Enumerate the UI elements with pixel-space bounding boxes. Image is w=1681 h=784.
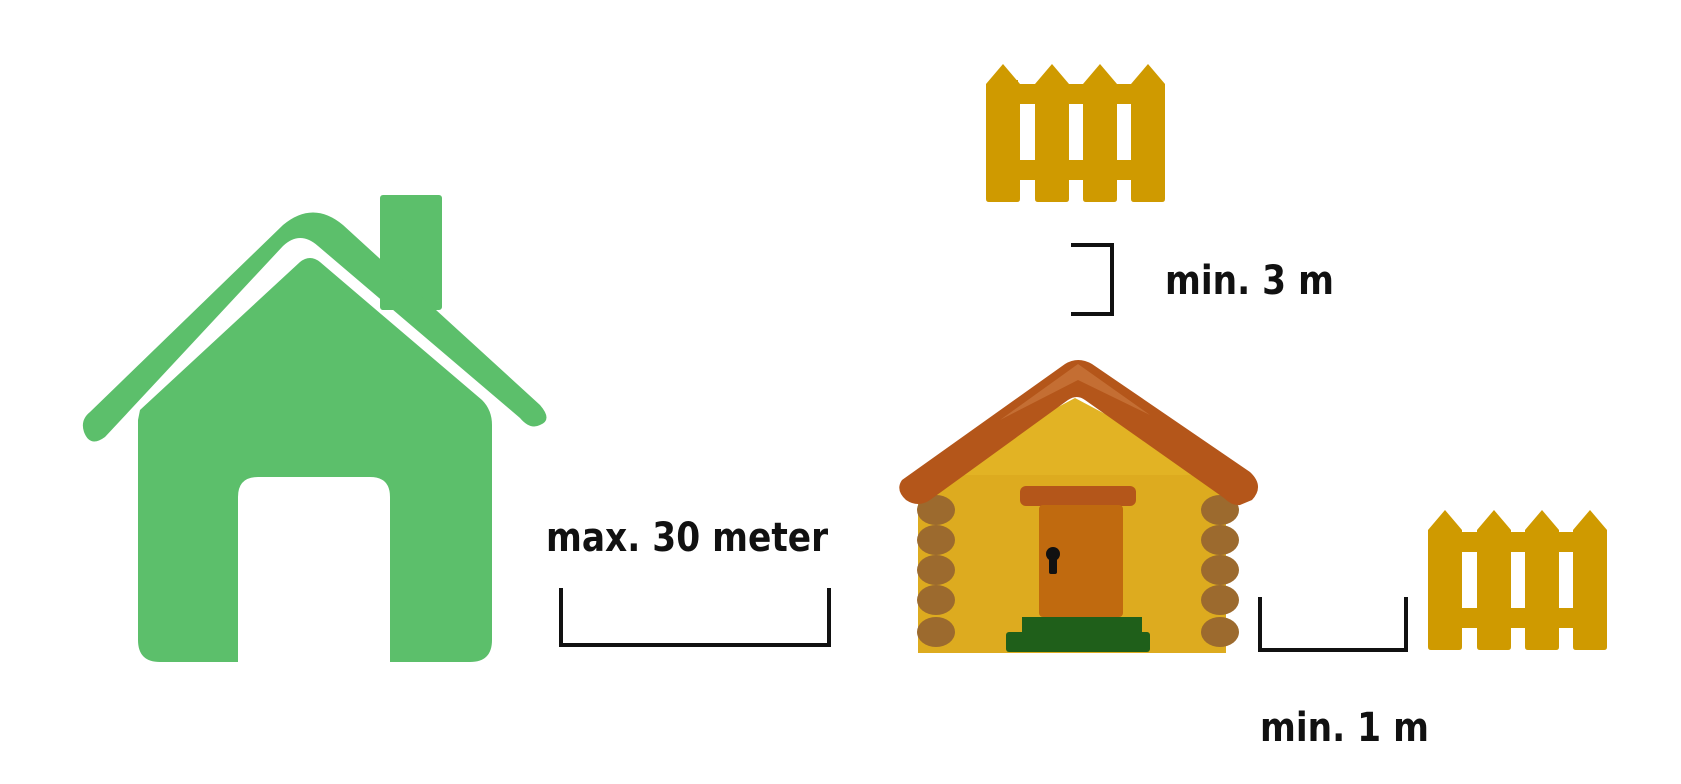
min-back-fence-label: min. 3 m [1165,258,1334,304]
cabin-logs-left [917,495,955,647]
keyhole-icon [1046,547,1060,574]
log-cabin-icon [899,360,1259,653]
cabin-door [1039,505,1123,617]
main-house-icon [82,195,547,662]
distance-bracket-icon [1258,597,1408,652]
cabin-door-lintel [1020,486,1136,506]
distance-bracket-icon [1071,243,1114,316]
main-house-body [138,258,492,662]
cabin-gable [930,398,1220,475]
max-distance-label: max. 30 meter [546,515,829,561]
cabin-step-bottom [1006,632,1150,652]
cabin-logs-right [1201,495,1239,647]
distance-bracket-icon [559,588,831,647]
picket-fence-icon [986,64,1165,202]
picket-fence-icon [1428,510,1607,650]
main-house-roof [82,212,547,442]
cabin-roof [899,360,1259,506]
min-side-fence-label: min. 1 m [1260,705,1429,751]
cabin-roof-highlight [1000,364,1150,420]
cabin-step-top [1022,617,1142,635]
